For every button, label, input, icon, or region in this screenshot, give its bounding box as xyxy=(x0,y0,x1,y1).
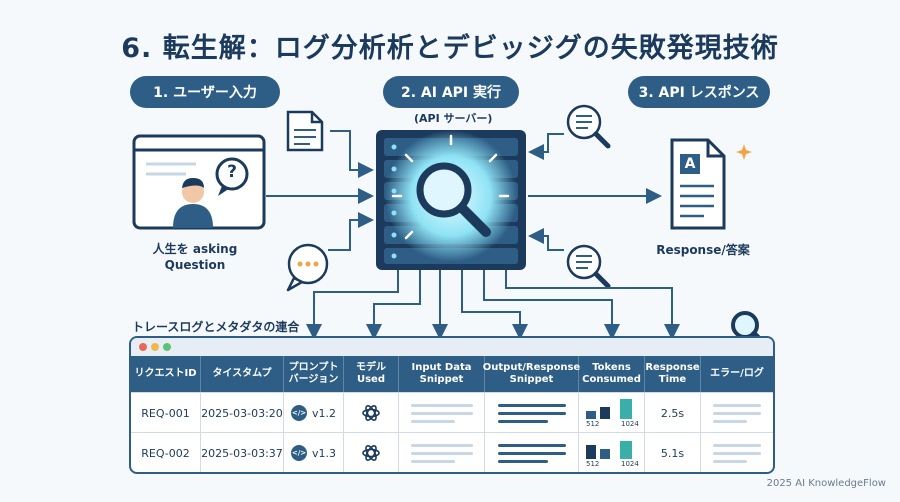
table-row[interactable]: REQ-001 2025-03-03:20 </> v1.2 512 1024 2… xyxy=(131,392,773,433)
table-row[interactable]: REQ-002 2025-03-03:37 </> v1.3 512 1024 5… xyxy=(131,432,773,472)
page-title: 6. 転生解：ログ分析析とデビッジグの失敗発現技術 xyxy=(121,33,779,64)
tokens-mini-chart xyxy=(585,399,632,419)
col-request-id[interactable]: リクエストID xyxy=(131,356,201,392)
footer-credit: 2025 AI KnowledgeFlow xyxy=(766,478,886,489)
cell-request-id: REQ-002 xyxy=(131,433,201,472)
log-search-icon-top xyxy=(566,104,611,149)
cell-prompt-version: </> v1.3 xyxy=(284,433,344,472)
tokens-mini-chart xyxy=(585,441,632,459)
step-user-input-label: 1. ユーザー入力 xyxy=(130,76,280,108)
cell-input-snippet xyxy=(399,393,485,433)
user-window-icon xyxy=(132,134,266,230)
table-window-bar xyxy=(131,338,773,356)
cell-error-log xyxy=(701,433,773,472)
cell-model xyxy=(344,433,399,472)
cell-timestamp: 2025-03-03:20 xyxy=(201,393,284,433)
response-document-icon xyxy=(670,138,752,230)
col-prompt-version[interactable]: プロンプト バージョン xyxy=(284,356,344,392)
api-server-icon xyxy=(376,130,526,270)
cell-input-snippet xyxy=(399,433,485,472)
cell-timestamp: 2025-03-03:37 xyxy=(201,433,284,472)
prompt-document-icon xyxy=(286,110,324,152)
step-api-response-label: 3. API レスポンス xyxy=(628,76,770,108)
version-text: v1.2 xyxy=(311,406,336,420)
log-search-icon-bottom xyxy=(566,244,611,289)
col-tokens[interactable]: Tokens Consumed xyxy=(579,356,645,392)
user-caption-line-2: Question xyxy=(164,258,226,272)
model-logo-icon xyxy=(362,445,380,461)
response-doc-letter: A xyxy=(684,156,696,172)
col-response-time[interactable]: Response Time xyxy=(645,356,701,392)
trace-log-table: リクエストID タイスタムプ プロンプト バージョン モデル Used Inpu… xyxy=(129,336,775,474)
model-logo-icon xyxy=(362,405,380,421)
cell-prompt-version: </> v1.2 xyxy=(284,393,344,433)
cell-tokens: 512 1024 xyxy=(579,393,645,433)
col-timestamp[interactable]: タイスタムプ xyxy=(201,356,284,392)
question-mark-glyph: ? xyxy=(227,162,237,182)
cell-response-time: 5.1s xyxy=(645,433,701,472)
chat-bubble-icon xyxy=(286,243,329,292)
tokens-low: 512 xyxy=(586,420,600,428)
api-server-caption: (API サーバー) xyxy=(414,112,493,125)
col-output-snippet[interactable]: Output/Response Snippet xyxy=(483,356,580,392)
code-icon: </> xyxy=(290,405,307,421)
cell-request-id: REQ-001 xyxy=(131,393,201,433)
cell-error-log xyxy=(701,393,773,433)
version-text: v1.3 xyxy=(311,446,336,460)
cell-response-time: 2.5s xyxy=(645,393,701,433)
tokens-high: 1024 xyxy=(621,420,639,428)
response-caption: Response/答案 xyxy=(656,243,750,257)
code-icon: </> xyxy=(290,445,307,461)
window-dot-yellow xyxy=(151,343,159,351)
tokens-high: 1024 xyxy=(621,460,639,468)
window-dot-green xyxy=(163,343,171,351)
cell-output-snippet xyxy=(485,433,579,472)
table-header: リクエストID タイスタムプ プロンプト バージョン モデル Used Inpu… xyxy=(131,356,773,392)
trace-log-section-title: トレースログとメタダタの連合 xyxy=(132,320,300,334)
step-api-exec-label: 2. AI API 実行 xyxy=(383,76,519,108)
user-question-caption: 人生を asking Question xyxy=(130,241,260,273)
cell-output-snippet xyxy=(485,393,579,433)
col-error-log[interactable]: エラー/ログ xyxy=(710,368,764,379)
tokens-low: 512 xyxy=(586,460,600,468)
col-input-snippet[interactable]: Input Data Snippet xyxy=(399,356,485,392)
cell-model xyxy=(344,393,399,433)
window-dot-red xyxy=(139,343,147,351)
col-model-used[interactable]: モデル Used xyxy=(344,356,399,392)
user-caption-line-1: 人生を asking xyxy=(152,242,238,256)
cell-tokens: 512 1024 xyxy=(579,433,645,472)
